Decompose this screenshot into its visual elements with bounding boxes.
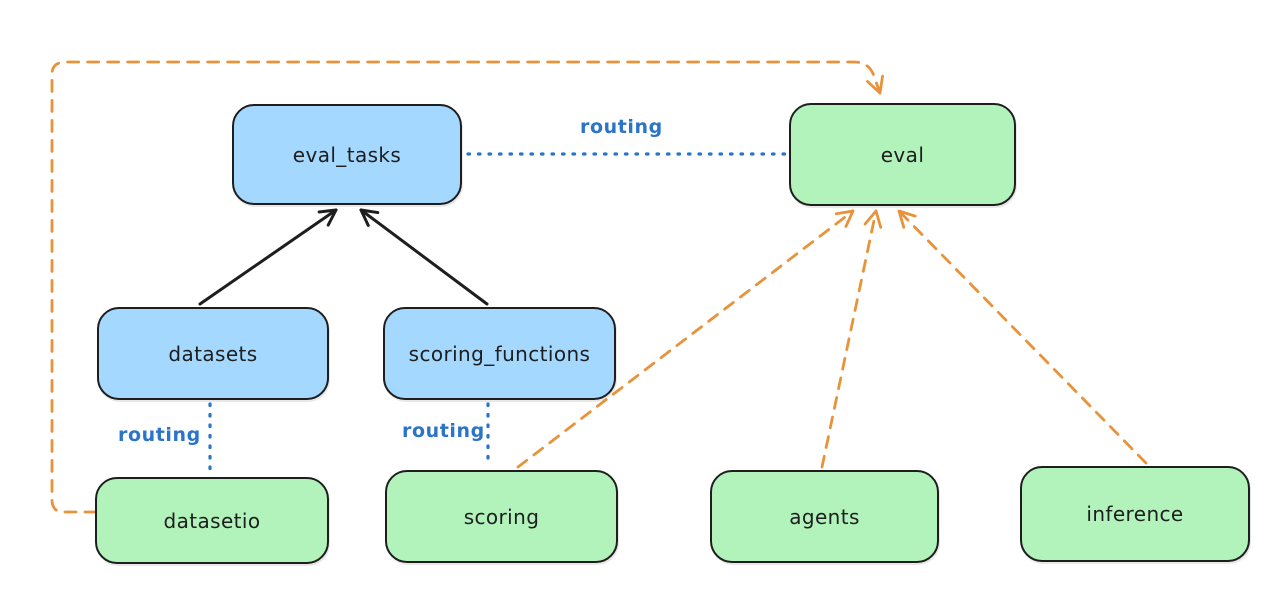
node-scoring: scoring: [385, 470, 618, 563]
edge-label-routing-scoring: routing: [402, 420, 485, 442]
node-datasetio: datasetio: [95, 477, 329, 564]
node-eval: eval: [789, 103, 1016, 206]
edge-datasets-to-eval-tasks: [198, 208, 338, 306]
edge-scoring-functions-to-eval-tasks: [359, 208, 489, 306]
node-scoring-label: scoring: [463, 504, 540, 529]
edge-agents-to-eval: [820, 209, 883, 469]
node-agents: agents: [710, 470, 939, 563]
node-datasetio-label: datasetio: [163, 508, 261, 533]
edge-scoring-to-eval: [516, 209, 855, 469]
edge-label-routing-datasets: routing: [118, 424, 201, 446]
node-eval-label: eval: [880, 142, 925, 167]
edge-label-routing-top: routing: [580, 116, 663, 138]
node-scoring-functions: scoring_functions: [383, 307, 616, 400]
node-datasets-label: datasets: [168, 341, 258, 366]
node-eval-tasks-label: eval_tasks: [292, 142, 402, 167]
edge-inference-to-eval: [897, 209, 1148, 465]
node-agents-label: agents: [789, 504, 860, 529]
node-datasets: datasets: [97, 307, 329, 400]
node-scoring-functions-label: scoring_functions: [408, 341, 591, 366]
node-inference: inference: [1020, 466, 1250, 562]
node-inference-label: inference: [1086, 502, 1184, 526]
node-eval-tasks: eval_tasks: [232, 104, 462, 205]
edge-datasetio-to-eval: [50, 60, 884, 514]
